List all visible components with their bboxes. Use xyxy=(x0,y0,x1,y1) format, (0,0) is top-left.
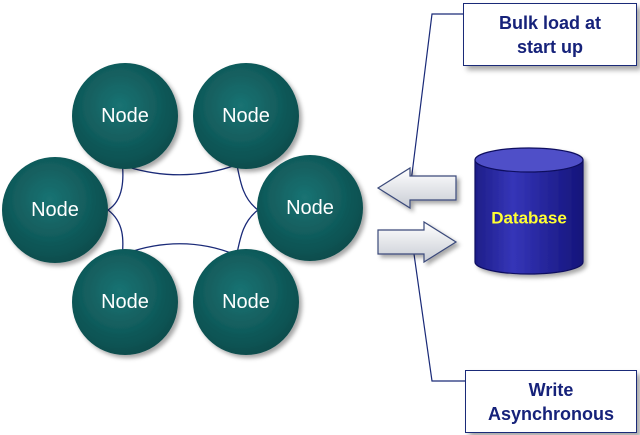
node: Node xyxy=(257,155,363,261)
callout-write-asynchronous: Write Asynchronous xyxy=(465,370,637,433)
database-label: Database xyxy=(491,209,567,228)
node: Node xyxy=(72,249,178,355)
leader-line-bulk-load xyxy=(409,13,466,191)
callout-bulk-load: Bulk load at start up xyxy=(463,3,637,66)
node-label: Node xyxy=(31,199,79,221)
node: Node xyxy=(2,157,108,263)
node-connections xyxy=(107,159,259,259)
node-label: Node xyxy=(222,105,270,127)
node-cluster: Node Node Node Node Node Node xyxy=(2,63,363,355)
arrow-left-icon xyxy=(376,166,457,210)
node: Node xyxy=(72,63,178,169)
callout-bulk-load-text: Bulk load at start up xyxy=(498,12,601,57)
leader-line-write-async xyxy=(411,239,466,382)
node-label: Node xyxy=(222,291,270,313)
node: Node xyxy=(193,63,299,169)
callout-leaders xyxy=(409,13,466,382)
database-cylinder-icon xyxy=(474,147,584,275)
callout-write-asynchronous-text: Write Asynchronous xyxy=(487,379,615,424)
node-label: Node xyxy=(101,105,149,127)
node: Node xyxy=(193,249,299,355)
connector-line xyxy=(121,164,237,176)
node-label: Node xyxy=(101,291,149,313)
node-label: Node xyxy=(286,197,334,219)
arrow-right-icon xyxy=(377,220,458,264)
